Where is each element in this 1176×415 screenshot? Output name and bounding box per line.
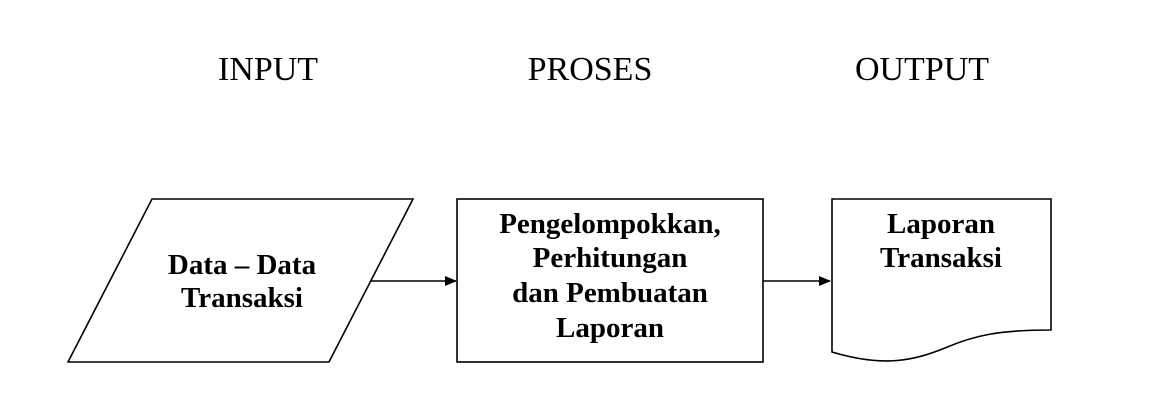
header-input: INPUT — [218, 51, 318, 88]
header-process: PROSES — [528, 51, 653, 88]
input-label-line-2: Transaksi — [181, 282, 303, 314]
output-label-line-2: Transaksi — [880, 242, 1002, 274]
process-label-line-1: Pengelompokkan, — [499, 208, 721, 240]
input-label-line-1: Data – Data — [168, 249, 317, 281]
process-label-line-2: Perhitungan — [533, 242, 688, 274]
process-label-line-3: dan Pembuatan — [512, 277, 708, 309]
input-parallelogram — [66, 198, 415, 363]
process-rectangle — [456, 198, 764, 363]
process-label-line-4: Laporan — [556, 312, 664, 344]
header-output: OUTPUT — [855, 51, 989, 88]
output-document-shape — [831, 198, 1052, 362]
output-label-line-1: Laporan — [887, 208, 995, 240]
